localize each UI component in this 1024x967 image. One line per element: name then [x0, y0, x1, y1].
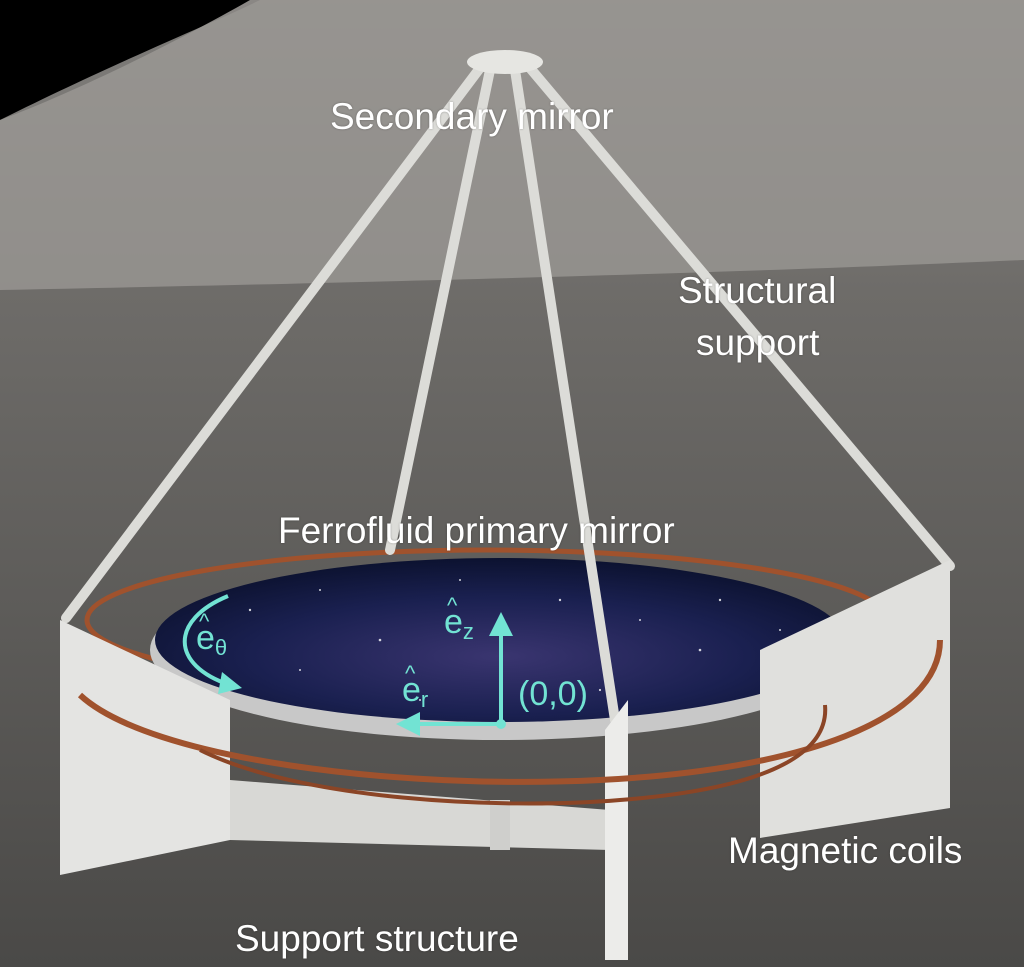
arrowhead-z-icon — [489, 612, 513, 636]
label-e-r: er — [402, 656, 428, 718]
support-panel-left — [60, 620, 230, 875]
stars — [248, 579, 781, 701]
label-e-z: ez — [444, 588, 474, 650]
label-e-theta: eθ — [196, 604, 227, 666]
coordinate-axes — [182, 594, 503, 726]
label-structural-support-2: support — [696, 322, 820, 363]
label-support-structure: Support structure — [235, 918, 519, 959]
support-panel-front — [605, 700, 628, 960]
label-primary-mirror: Ferrofluid primary mirror — [278, 510, 675, 551]
label-structural-support-1: Structural — [678, 270, 837, 311]
magnetic-coil-lower — [199, 704, 828, 806]
arrowhead-theta-icon — [218, 672, 242, 694]
label-secondary-mirror: Secondary mirror — [330, 96, 614, 137]
support-panel-center — [230, 780, 610, 850]
arrowhead-r-icon — [396, 712, 420, 736]
support-panel-back — [490, 800, 510, 850]
label-magnetic-coils: Magnetic coils — [728, 830, 963, 871]
axis-theta-arrow — [182, 594, 231, 687]
support-panel-right — [760, 560, 950, 838]
magnetic-coil-front — [77, 639, 943, 785]
label-origin: (0,0) — [518, 675, 588, 713]
structural-support-struts — [61, 63, 955, 725]
lunar-hill — [0, 0, 1024, 290]
secondary-mirror — [467, 50, 543, 74]
origin-point — [496, 719, 506, 729]
